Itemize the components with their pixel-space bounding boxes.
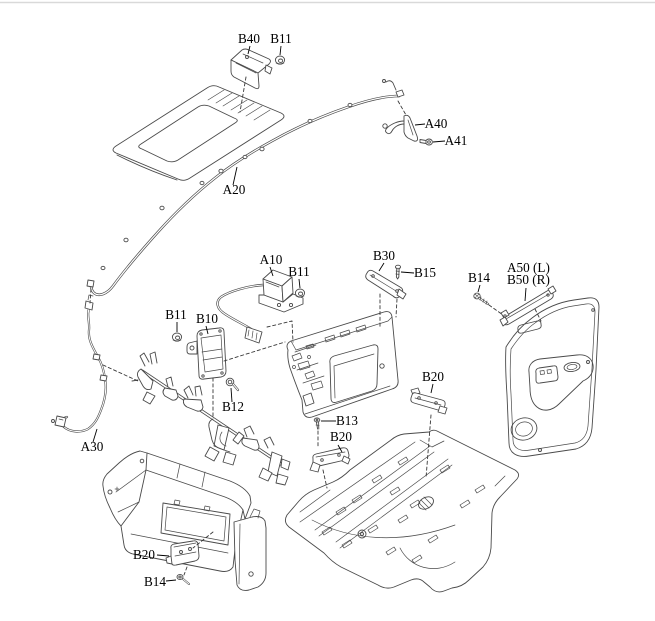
callout-leader-line	[400, 271, 415, 274]
callout-b20-right: B20	[422, 369, 444, 394]
callout-leader-line	[524, 287, 527, 302]
door-trim-panel	[505, 297, 600, 457]
callout-b14-right: B14	[468, 270, 490, 293]
grommet-b11-top	[274, 55, 286, 65]
sensor-module-a10	[216, 269, 304, 344]
callout-label: B50 (R)	[507, 272, 550, 287]
callout-leader-line	[298, 278, 301, 289]
callout-leader-line	[92, 428, 98, 443]
callout-label: B11	[165, 307, 187, 322]
callout-b20-bumper: B20	[133, 547, 170, 562]
callout-leader-line	[279, 45, 282, 56]
callout-label: A40	[425, 116, 448, 131]
callout-leader-line	[269, 266, 274, 277]
callout-leader-line	[378, 262, 385, 272]
callout-label: B40	[238, 31, 260, 46]
callout-label: A20	[223, 182, 246, 197]
callout-label: B15	[414, 265, 436, 280]
roof-headliner-panel	[112, 85, 285, 181]
crossmember-beam	[131, 351, 291, 486]
callout-a20: A20	[223, 166, 246, 197]
control-module-b10	[186, 327, 227, 380]
floor-pan-ribs	[299, 439, 506, 569]
callout-leader-line	[230, 387, 233, 403]
callout-b14-bumper: B14	[144, 574, 177, 589]
callout-leader-line	[205, 325, 209, 335]
bolt-b14-bumper	[176, 573, 190, 585]
callout-label: B12	[222, 399, 244, 414]
callout-leader-line	[156, 554, 170, 557]
callout-label: B14	[144, 574, 166, 589]
callout-label: A41	[445, 133, 468, 148]
callout-b30: B30	[373, 248, 395, 272]
callout-leader-line	[414, 123, 426, 126]
callout-leader-line	[477, 284, 481, 293]
screw-b15	[394, 264, 402, 280]
console-mechanism-detail	[291, 344, 325, 391]
callout-label: B11	[288, 264, 310, 279]
callout-b15: B15	[400, 265, 436, 280]
callout-label: B20	[422, 369, 444, 384]
grommet-b11-left	[171, 332, 183, 342]
callout-leader-line	[247, 45, 251, 55]
floor-console	[286, 311, 399, 418]
bolt-a41	[419, 138, 433, 146]
callout-b11-mid: B11	[288, 264, 310, 289]
bracket-b20-right	[410, 387, 448, 415]
screw-b13	[313, 417, 321, 430]
callout-label: B13	[336, 413, 358, 428]
callout-a50-b50: A50 (L)B50 (R)	[507, 260, 550, 302]
bracket-b30	[365, 269, 407, 300]
door-speaker	[510, 417, 538, 441]
callout-leader-line	[165, 579, 177, 582]
callout-label: B20	[330, 429, 352, 444]
bracket-b20-bumper	[165, 540, 200, 566]
callout-b10: B10	[196, 311, 218, 335]
callout-leader-line	[430, 383, 434, 394]
callout-a40: A40	[414, 116, 448, 131]
callout-a30: A30	[81, 428, 104, 454]
callout-leader-line	[337, 444, 343, 453]
callout-b20-center: B20	[330, 429, 352, 453]
callout-b11-top: B11	[270, 31, 292, 56]
floor-pan	[284, 429, 520, 593]
callout-label: B14	[468, 270, 490, 285]
curtain-airbag-assembly-a20	[86, 79, 405, 297]
callout-label: A50 (L)	[507, 260, 550, 275]
callout-a10: A10	[260, 252, 283, 277]
callout-b12: B12	[222, 387, 244, 414]
callout-label: B11	[270, 31, 292, 46]
callout-leader-line	[232, 166, 238, 186]
rear-bumper	[102, 450, 267, 591]
assembly-dashed-links	[89, 76, 542, 576]
callout-b11-left: B11	[165, 307, 187, 332]
side-sensor-bracket-a50-b50	[499, 285, 557, 327]
wiring-harness-a30	[51, 294, 108, 433]
grommet-b11-mid	[294, 288, 306, 298]
callout-label: A30	[81, 439, 104, 454]
callout-label: B30	[373, 248, 395, 263]
callout-b40: B40	[238, 31, 260, 55]
bracket-a40	[382, 114, 419, 142]
overhead-module-b40	[230, 48, 273, 90]
bolt-b14-right	[473, 292, 490, 306]
callout-a41: A41	[432, 133, 468, 148]
roof-vent-hatch-lines	[207, 89, 271, 121]
callout-b13: B13	[321, 413, 358, 428]
callout-label: B10	[196, 311, 218, 326]
callout-leader-line	[432, 140, 446, 143]
bracket-b20-center	[309, 447, 351, 473]
curtain-tube-clips	[100, 102, 353, 271]
callout-label: B20	[133, 547, 155, 562]
bolt-b12	[225, 377, 240, 392]
callout-label: A10	[260, 252, 283, 267]
